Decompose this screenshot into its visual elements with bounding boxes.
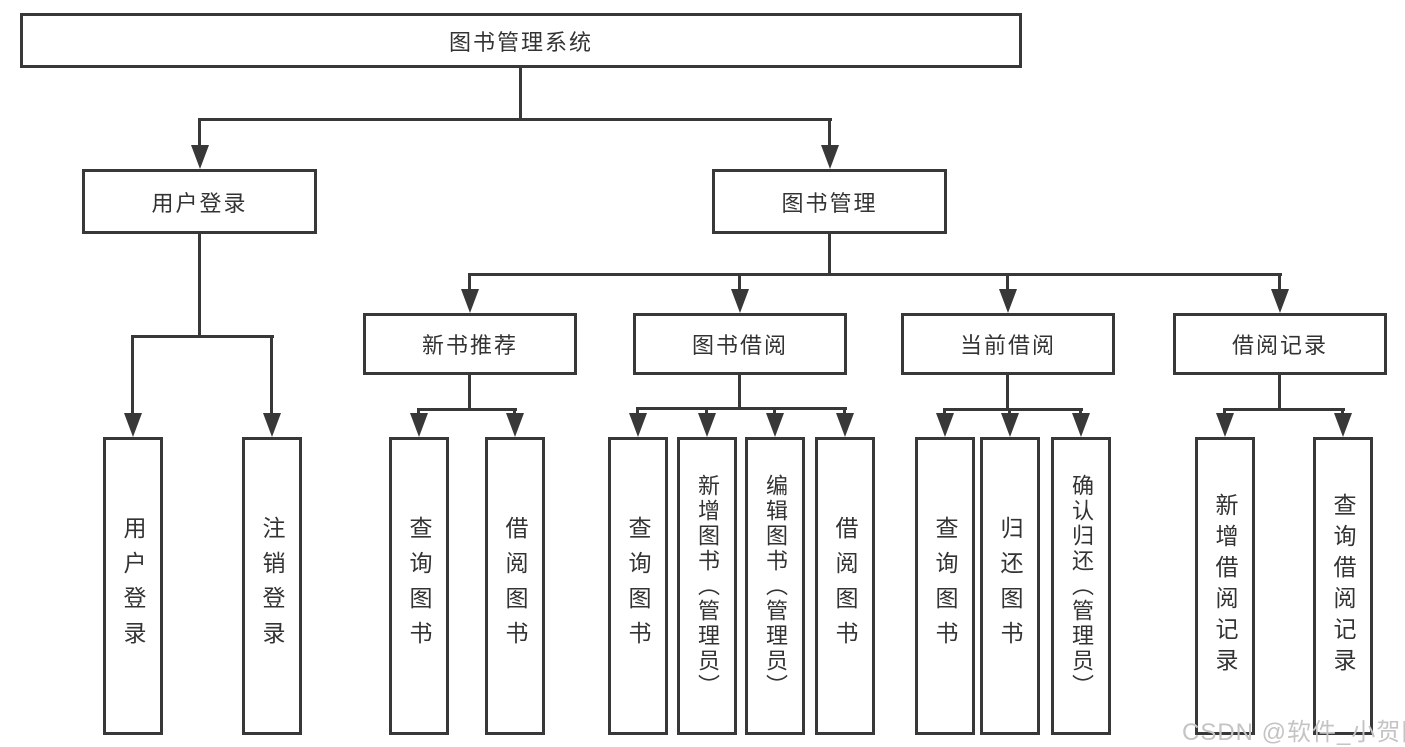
leaf-edit-books-admin-label: 编辑图书（管理员） xyxy=(763,473,788,699)
watermark: CSDN @软件_小贺同学 xyxy=(1182,719,1405,746)
connector-line xyxy=(1278,375,1281,411)
connector-line xyxy=(828,118,831,149)
arrowhead xyxy=(766,413,784,437)
arrowhead xyxy=(191,145,209,169)
connector-line xyxy=(705,407,708,418)
connector-line xyxy=(270,335,273,417)
arrowhead xyxy=(936,413,954,437)
connector-line xyxy=(636,407,639,418)
connector-line xyxy=(1006,273,1009,294)
leaf-borrow-books-1: 借阅图书 xyxy=(485,437,545,735)
leaf-return-books: 归还图书 xyxy=(980,437,1040,735)
leaf-query-books-2: 查询图书 xyxy=(608,437,668,735)
leaf-logout-label: 注销登录 xyxy=(259,516,285,656)
connector-line xyxy=(636,407,847,410)
connector-line xyxy=(738,273,741,294)
arrowhead xyxy=(506,413,524,437)
arrowhead xyxy=(461,289,479,313)
arrowhead xyxy=(821,145,839,169)
node-book-management-label: 图书管理 xyxy=(781,190,878,216)
arrowhead xyxy=(999,289,1017,313)
leaf-query-books-3: 查询图书 xyxy=(915,437,975,735)
arrowhead xyxy=(731,289,749,313)
node-current-borrow: 当前借阅 xyxy=(901,313,1115,375)
leaf-query-books-1-label: 查询图书 xyxy=(406,516,432,656)
arrowhead xyxy=(836,413,854,437)
connector-line xyxy=(773,407,776,418)
leaf-edit-books-admin: 编辑图书（管理员） xyxy=(745,437,805,735)
leaf-logout: 注销登录 xyxy=(242,437,302,735)
leaf-confirm-return-admin: 确认归还（管理员） xyxy=(1051,437,1111,735)
node-root-label: 图书管理系统 xyxy=(448,29,593,55)
connector-line xyxy=(198,118,832,121)
leaf-query-borrow-record: 查询借阅记录 xyxy=(1313,437,1373,735)
leaf-add-books-admin: 新增图书（管理员） xyxy=(677,437,737,735)
connector-line xyxy=(1223,408,1345,411)
connector-line xyxy=(738,375,741,410)
connector-line xyxy=(417,408,517,411)
node-book-borrow: 图书借阅 xyxy=(633,313,847,375)
connector-line xyxy=(198,118,201,149)
leaf-borrow-books-2-label: 借阅图书 xyxy=(832,516,858,656)
leaf-borrow-books-1-label: 借阅图书 xyxy=(502,516,528,656)
leaf-borrow-books-2: 借阅图书 xyxy=(815,437,875,735)
node-user-login-label: 用户登录 xyxy=(151,190,248,216)
arrowhead xyxy=(1001,413,1019,437)
connector-line xyxy=(468,273,471,294)
leaf-query-books-2-label: 查询图书 xyxy=(625,516,651,656)
arrowhead xyxy=(410,413,428,437)
node-borrow-records-label: 借阅记录 xyxy=(1231,333,1328,358)
connector-line xyxy=(828,234,831,276)
arrowhead xyxy=(263,413,281,437)
leaf-add-borrow-record: 新增借阅记录 xyxy=(1195,437,1255,735)
connector-line xyxy=(1278,273,1281,294)
arrowhead xyxy=(1072,413,1090,437)
leaf-query-books-1: 查询图书 xyxy=(389,437,449,735)
connector-line xyxy=(468,273,1282,276)
node-new-book-recommend: 新书推荐 xyxy=(363,313,577,375)
connector-line xyxy=(1006,375,1009,411)
connector-line xyxy=(468,375,471,411)
leaf-query-borrow-record-label: 查询借阅记录 xyxy=(1330,493,1356,679)
connector-line xyxy=(131,335,134,417)
node-current-borrow-label: 当前借阅 xyxy=(959,333,1056,358)
arrowhead xyxy=(698,413,716,437)
leaf-add-borrow-record-label: 新增借阅记录 xyxy=(1212,493,1238,679)
node-book-management: 图书管理 xyxy=(712,169,947,234)
connector-line xyxy=(843,407,846,418)
node-book-borrow-label: 图书借阅 xyxy=(691,333,788,358)
node-new-book-recommend-label: 新书推荐 xyxy=(421,333,518,358)
arrowhead xyxy=(629,413,647,437)
node-root: 图书管理系统 xyxy=(20,13,1022,68)
leaf-confirm-return-admin-label: 确认归还（管理员） xyxy=(1069,473,1094,699)
connector-line xyxy=(131,335,274,338)
node-user-login: 用户登录 xyxy=(82,169,317,234)
connector-line xyxy=(519,68,522,121)
leaf-user-login: 用户登录 xyxy=(103,437,163,735)
arrowhead xyxy=(124,413,142,437)
connector-line xyxy=(943,408,1083,411)
leaf-return-books-label: 归还图书 xyxy=(997,516,1023,656)
arrowhead xyxy=(1216,413,1234,437)
node-borrow-records: 借阅记录 xyxy=(1173,313,1387,375)
arrowhead xyxy=(1334,413,1352,437)
leaf-user-login-label: 用户登录 xyxy=(120,516,146,656)
leaf-query-books-3-label: 查询图书 xyxy=(932,516,958,656)
arrowhead xyxy=(1271,289,1289,313)
leaf-add-books-admin-label: 新增图书（管理员） xyxy=(695,473,720,699)
connector-line xyxy=(198,234,201,338)
